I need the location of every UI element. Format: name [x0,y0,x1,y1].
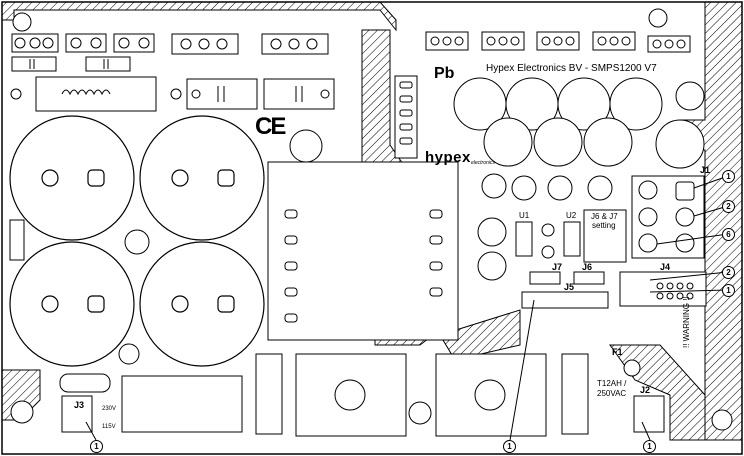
output-capacitors [118,77,705,365]
inductor [10,76,182,112]
callout-j3-bottom: 1 [90,440,103,453]
mount-hole-bl [10,400,34,424]
label-j1: J1 [700,165,711,175]
callout-lines [85,175,729,441]
film-capacitors [186,78,335,110]
label-j5: J5 [564,282,575,292]
callout-j1-bot: 6 [722,228,735,241]
jumper-setting-box [583,209,627,263]
mount-hole-tr [648,8,668,28]
mount-hole-center [408,401,432,425]
label-u2: U2 [566,211,577,220]
label-j3: J3 [74,400,85,410]
callout-j1-mid: 2 [722,200,735,213]
hypex-logo-text: hypex [425,149,471,166]
callout-j4-bot: 1 [722,284,735,297]
callout-j4-top: 2 [722,266,735,279]
callout-j2-bottom: 1 [643,440,656,453]
hatched-trace-top-left [1,1,397,32]
voltage-230: 230V [102,406,117,412]
jumper-sub: setting [592,221,616,230]
top-right-connectors [425,31,691,53]
signal-headers [521,271,707,309]
label-f1: F1 [612,347,623,357]
ce-mark: CE [255,113,286,140]
label-j4: J4 [660,262,671,272]
callout-j5-bottom: 1 [503,440,516,453]
transformer [267,161,459,341]
regulators [515,221,581,259]
lead-free-mark: Pb [434,65,455,82]
warning-text: !! WARNING !! [682,296,691,348]
label-j7: J7 [552,262,563,272]
fuse-voltage: 250VAC [597,389,627,398]
mount-hole-tl [12,12,32,32]
pin-header-vertical [394,75,418,159]
j1-terminal-block [631,175,705,259]
bottom-components [9,219,665,437]
hypex-logo-subtext: electronics [471,160,495,166]
bulk-capacitors [9,115,265,367]
hatched-trace-mid [439,309,521,361]
label-u1: U1 [519,211,530,220]
top-left-connectors [11,33,329,55]
mount-hole-br [711,409,733,431]
small-capacitors-top [11,56,131,72]
label-j2: J2 [640,385,651,395]
voltage-115: 115V [102,424,116,430]
callout-j1-top: 1 [722,170,735,183]
label-j6: J6 [582,262,593,272]
hatched-trace-right [679,1,743,441]
board-title: Hypex Electronics BV - SMPS1200 V7 [486,63,657,74]
fuse-rating: T12AH / [597,379,627,388]
jumper-title: J6 & J7 [591,212,618,221]
